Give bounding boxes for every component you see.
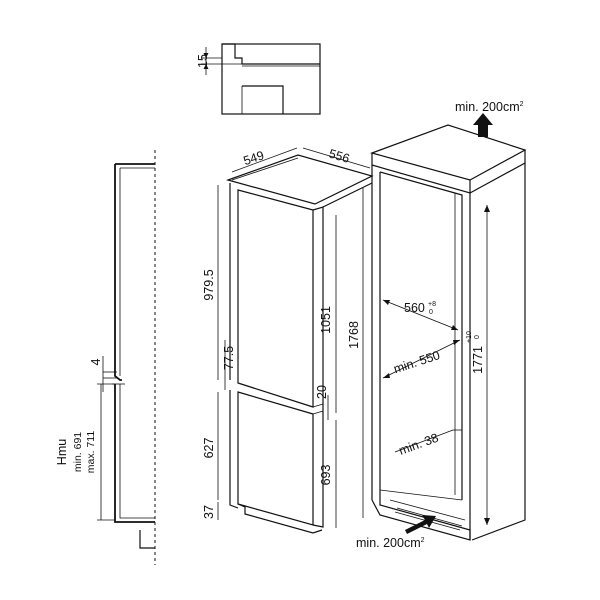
dim-560-tol-up: +8: [428, 301, 436, 308]
dim-20: 20: [315, 385, 329, 399]
dim-627: 627: [202, 438, 216, 459]
dim-1771-arrow-bottom: [484, 518, 490, 525]
detail-door-profile: [242, 85, 284, 114]
side-lower-inner: [119, 384, 155, 519]
appliance-side-top: [322, 182, 373, 208]
dim-560: 560: [404, 301, 425, 315]
dim-1771-tol-up: +10: [466, 331, 473, 343]
dim-38-line: [394, 429, 454, 453]
hmu-label: Hmu: [55, 439, 69, 465]
side-view: 4 Hmu min. 691 max. 711: [55, 150, 156, 565]
niche-top-front: [371, 153, 471, 194]
vent-in-arrow-icon: [405, 515, 436, 534]
dim-549: 549: [242, 148, 266, 168]
vent-top-label: min. 200cm2: [455, 100, 524, 114]
niche-plinth: [371, 490, 471, 541]
dim-550-arrow-right: [453, 340, 460, 345]
niche-top-side: [469, 150, 526, 194]
dim-979-5: 979.5: [202, 269, 216, 300]
niche-inner-top: [379, 171, 463, 500]
detail-frame: [221, 43, 321, 115]
dim-550-arrow-left: [383, 373, 390, 378]
dim-77-5: 77.5: [222, 346, 236, 370]
vent-up-arrow-icon: [473, 113, 493, 137]
dim-1768: 1768: [347, 321, 361, 349]
side-plinth: [139, 530, 155, 549]
dim-37: 37: [202, 505, 216, 519]
dim-550-line: [382, 339, 461, 379]
dim-556-line: [302, 147, 371, 169]
dim-560-line: [382, 299, 459, 331]
appliance-bottom: [237, 503, 323, 534]
niche-view: 560 +8 0 min. 550 1771 +10 0 min. 38 min…: [356, 100, 527, 550]
detail-arrow-bottom: [203, 64, 209, 69]
dim-550: min. 550: [392, 348, 442, 376]
side-upper-front: [114, 164, 122, 381]
dim-693: 693: [319, 465, 333, 486]
detail-view: 15: [196, 43, 321, 115]
hmu-min: min. 691: [72, 432, 84, 472]
dim-556: 556: [327, 146, 351, 165]
dim-549-line: [231, 147, 298, 173]
appliance-view: 549 556 979.5 77.5 627 37 1051 20 693 17…: [202, 146, 374, 534]
hmu-max: max. 711: [85, 431, 97, 474]
dim-38: min. 38: [397, 431, 440, 458]
appliance-top-edge: [231, 157, 299, 181]
side-lower-front: [114, 384, 155, 523]
appliance-left-edge-lower: [229, 390, 239, 509]
niche-inner-bottom: [379, 489, 463, 501]
dim-1051: 1051: [319, 306, 333, 334]
lower-door: [237, 391, 314, 526]
side-gap-4: 4: [89, 358, 103, 365]
dim-1771-tol-low: 0: [474, 335, 481, 339]
niche-right-outer: [471, 163, 526, 541]
dim-560-tol-low: 0: [429, 309, 433, 316]
detail-arrow-top: [203, 53, 209, 58]
detail-dim-15: 15: [196, 54, 210, 68]
dim-1771: 1771: [471, 346, 485, 374]
dim-1771-arrow-top: [484, 205, 490, 212]
upper-door: [237, 189, 314, 408]
vent-bottom-label: min. 200cm2: [356, 536, 425, 550]
niche-plinth-line: [389, 499, 466, 521]
dim-560-arrow-left: [383, 300, 390, 305]
appliance-door-gap: [312, 403, 324, 415]
appliance-side-front: [312, 206, 324, 528]
detail-top-profile: [222, 43, 320, 65]
dim-560-arrow-right: [451, 325, 458, 330]
